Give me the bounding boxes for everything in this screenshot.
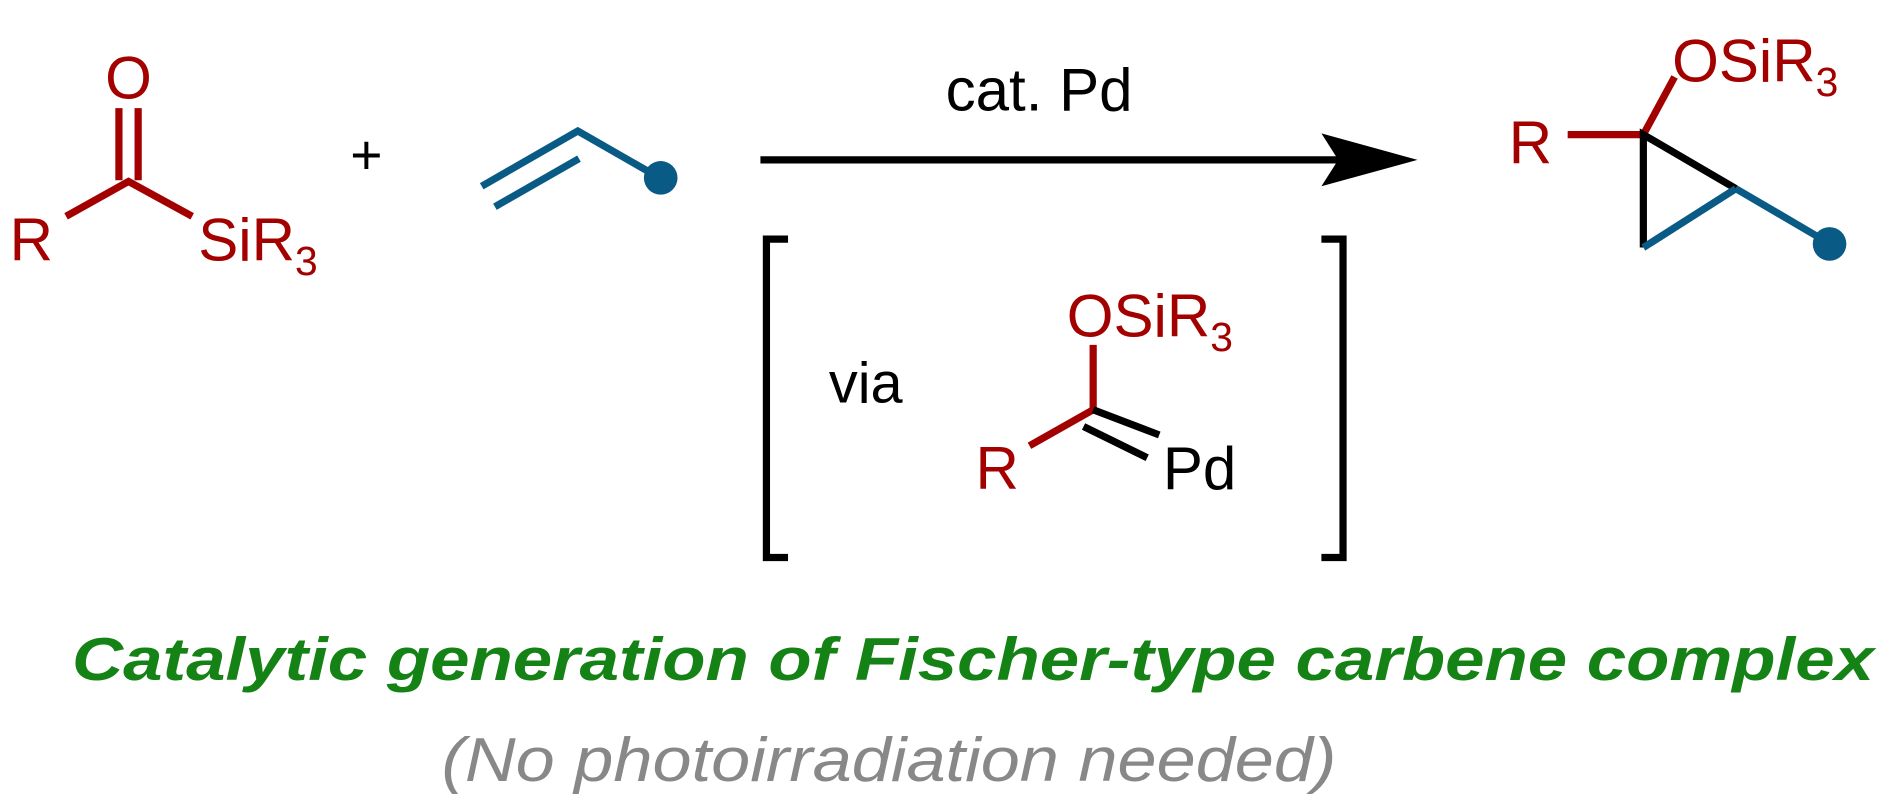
via-label: via bbox=[829, 352, 904, 416]
silyloxy-label: OSiR3 bbox=[1672, 28, 1838, 105]
note: (No photoirradiation needed) bbox=[441, 725, 1336, 795]
silyl-label: SiR3 bbox=[198, 207, 317, 284]
substituent-dot bbox=[1812, 227, 1847, 261]
acylsilane: O R SiR3 bbox=[10, 45, 318, 285]
pd-label: Pd bbox=[1163, 435, 1236, 502]
plus-sign: + bbox=[350, 124, 382, 186]
caption: Catalytic generation of Fischer-type car… bbox=[72, 626, 1877, 693]
right-bracket bbox=[1321, 235, 1347, 562]
r-label: R bbox=[10, 207, 53, 274]
silyloxy-label: OSiR3 bbox=[1067, 282, 1233, 359]
r-label: R bbox=[975, 435, 1018, 502]
reaction-arrow bbox=[760, 133, 1418, 187]
alkene bbox=[479, 126, 678, 210]
r-label: R bbox=[1509, 109, 1552, 176]
left-bracket bbox=[762, 235, 789, 562]
acyl-bonds bbox=[64, 177, 194, 220]
catalyst-label: cat. Pd bbox=[946, 57, 1133, 124]
substituent-dot bbox=[643, 161, 678, 195]
oxygen-label: O bbox=[105, 45, 152, 112]
cyclopropane-product: OSiR3 R bbox=[1509, 28, 1847, 261]
carbene-intermediate: OSiR3 R Pd bbox=[975, 282, 1236, 502]
